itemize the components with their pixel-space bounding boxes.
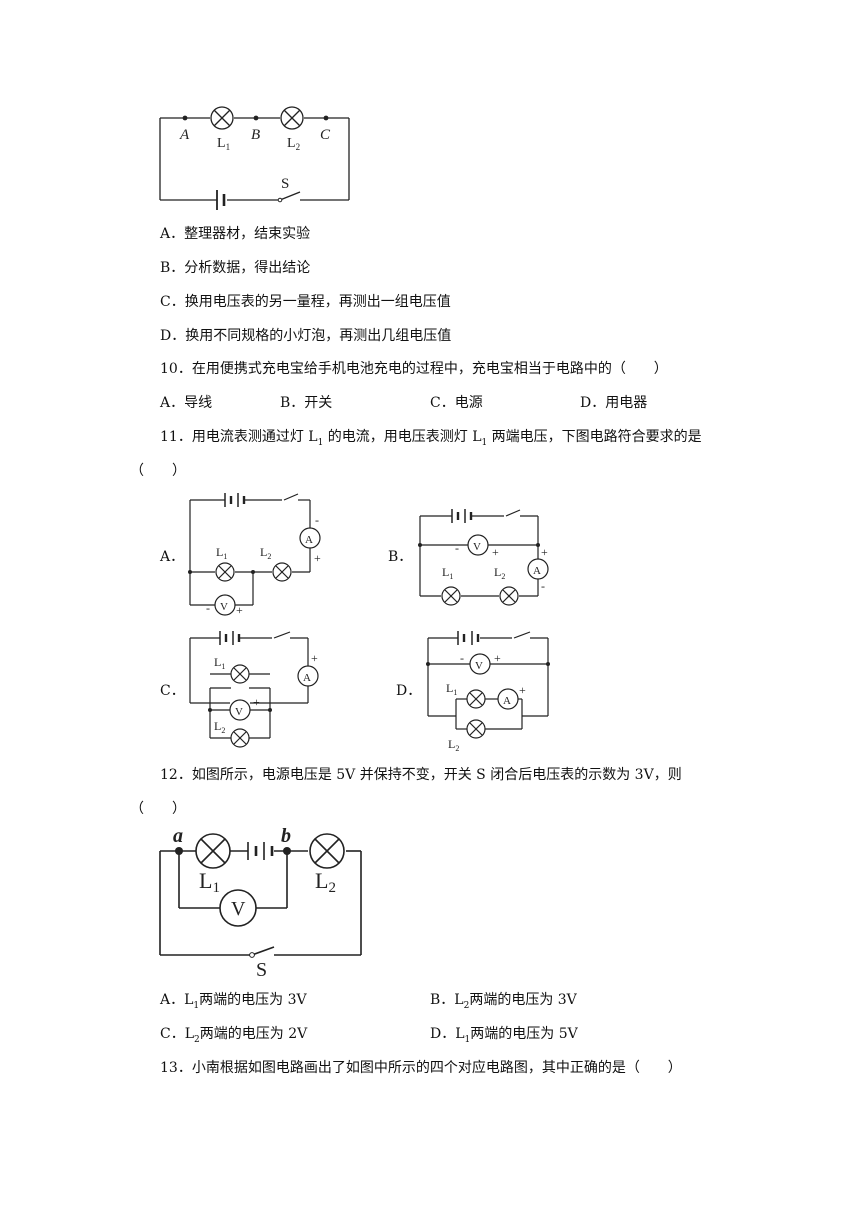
- q12-option-d: D．L1两端的电压为 5V: [430, 1026, 578, 1045]
- q9-l1-label: L: [217, 136, 226, 151]
- svg-text:-: -: [455, 541, 459, 555]
- svg-text:-: -: [460, 651, 464, 665]
- q12-l2-label: L: [315, 868, 328, 893]
- svg-text:L2: L2: [315, 868, 336, 896]
- q11-stem-part2: 的电流，用电压表测灯 L: [323, 429, 482, 445]
- q11-circuit-d: V A - + + L1 L2: [426, 631, 550, 753]
- q12-point-b: b: [281, 825, 291, 847]
- q11-stem-part1: 11．用电流表测通过灯 L: [160, 429, 318, 445]
- q11-answer-paren: （ ）: [130, 463, 186, 479]
- q12-lamp-l1-icon: [195, 833, 231, 869]
- q11d-voltmeter-icon: V: [475, 660, 483, 672]
- q11-circuit-b: V A - + + - L1 L2: [418, 509, 549, 606]
- q12-circuit-diagram: V a b L1 L2 S: [159, 825, 362, 981]
- q11-stem: 11．用电流表测通过灯 L1 的电流，用电压表测灯 L1 两端电压，下图电路符合…: [160, 428, 702, 452]
- svg-text:-: -: [315, 513, 319, 527]
- q9-l1-sub: 1: [226, 142, 231, 152]
- q10-option-a: A．导线: [160, 395, 213, 411]
- q9-point-a: A: [179, 127, 190, 143]
- svg-text:L1: L1: [217, 136, 230, 152]
- svg-text:+: +: [494, 651, 501, 665]
- q9-option-d: D．换用不同规格的小灯泡，再测出几组电压值: [160, 328, 452, 344]
- svg-text:-: -: [206, 601, 210, 615]
- svg-text:L1: L1: [214, 655, 225, 671]
- q11b-voltmeter-icon: V: [473, 541, 481, 553]
- q12-l1-label: L: [199, 868, 212, 893]
- q9-point-c: C: [320, 127, 331, 143]
- q12-voltmeter-icon: [219, 889, 257, 927]
- q9-lamp-l2-icon: [280, 106, 304, 130]
- q10-stem: 10．在用便携式充电宝给手机电池充电的过程中，充电宝相当于电路中的（ ）: [160, 361, 668, 377]
- q12-option-a: A．L1两端的电压为 3V: [160, 992, 307, 1011]
- svg-text:+: +: [541, 545, 548, 559]
- q9-option-c: C．换用电压表的另一量程，再测出一组电压值: [160, 294, 451, 310]
- q10-option-b: B．开关: [280, 395, 333, 411]
- svg-text:L1: L1: [442, 565, 453, 581]
- q11-stem-part3: 两端电压，下图电路符合要求的是: [487, 429, 702, 445]
- q12-answer-paren: （ ）: [130, 801, 186, 817]
- svg-text:+: +: [519, 683, 526, 697]
- q9-l2-label: L: [287, 136, 296, 151]
- q9-l2-sub: 2: [296, 142, 301, 152]
- q13-stem: 13．小南根据如图电路画出了如图中所示的四个对应电路图，其中正确的是（ ）: [160, 1060, 682, 1076]
- q11-label-b: B．: [388, 549, 413, 565]
- q12-voltmeter-label: V: [231, 898, 246, 920]
- svg-text:L1: L1: [446, 681, 457, 697]
- q10-option-c: C．电源: [430, 395, 483, 411]
- svg-text:L2: L2: [287, 136, 300, 152]
- svg-text:L2: L2: [448, 737, 459, 753]
- q11b-ammeter-icon: A: [533, 565, 541, 577]
- q12-lamp-l2-icon: [309, 833, 345, 869]
- svg-text:L2: L2: [260, 545, 271, 561]
- q9-lamp-l1-icon: [210, 106, 234, 130]
- q9-circuit-diagram: A B C L1 L2 S: [159, 106, 350, 210]
- svg-text:+: +: [492, 545, 499, 559]
- svg-text:-: -: [541, 579, 545, 593]
- q9-option-b: B．分析数据，得出结论: [160, 260, 311, 276]
- q12-l2-sub: 2: [328, 880, 336, 896]
- svg-text:+: +: [311, 651, 318, 665]
- svg-text:+: +: [314, 551, 321, 565]
- svg-text:+: +: [253, 695, 260, 709]
- q9-option-a: A．整理器材，结束实验: [160, 226, 311, 242]
- q11c-voltmeter-icon: V: [235, 706, 243, 718]
- q9-switch-label: S: [281, 176, 289, 192]
- q11a-ammeter-icon: A: [305, 534, 313, 546]
- q12-point-a: a: [173, 825, 183, 847]
- q12-l1-sub: 1: [212, 880, 220, 896]
- q11-circuit-a: A V - + - + L1 L2: [188, 493, 321, 617]
- q11-stem-sub1: 1: [317, 437, 324, 448]
- q12-option-b: B．L2两端的电压为 3V: [430, 992, 577, 1011]
- q11-label-a: A．: [160, 549, 185, 565]
- svg-text:L1: L1: [216, 545, 227, 561]
- svg-text:-: -: [220, 695, 224, 709]
- q11-circuit-c: V A - + + L1 L2: [189, 631, 319, 748]
- q12-stem: 12．如图所示，电源电压是 5V 并保持不变，开关 S 闭合后电压表的示数为 3…: [160, 767, 682, 783]
- q11a-voltmeter-icon: V: [220, 601, 228, 613]
- q11c-ammeter-icon: A: [303, 672, 311, 684]
- q9-point-b: B: [251, 127, 260, 143]
- svg-text:L2: L2: [214, 719, 225, 735]
- q11-stem-sub2: 1: [481, 437, 488, 448]
- q11-label-c: C．: [160, 683, 185, 699]
- svg-text:+: +: [236, 603, 243, 617]
- svg-text:L1: L1: [199, 868, 220, 896]
- svg-text:L2: L2: [494, 565, 505, 581]
- q11-label-d: D．: [396, 683, 422, 699]
- q12-switch-label: S: [256, 959, 267, 981]
- q10-option-d: D．用电器: [580, 395, 648, 411]
- q12-option-c: C．L2两端的电压为 2V: [160, 1026, 308, 1045]
- q11d-ammeter-icon: A: [503, 695, 511, 707]
